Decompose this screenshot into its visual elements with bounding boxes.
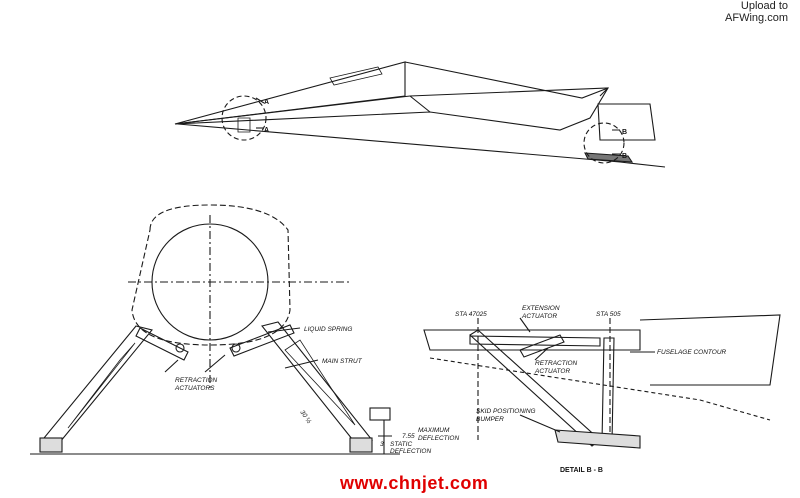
label-main-strut: MAIN STRUT	[322, 358, 363, 365]
watermark-line1: Upload to	[740, 0, 788, 12]
label-max-1: MAXIMUM	[418, 427, 450, 434]
retraction-actuator-body	[519, 334, 565, 358]
right-skid	[349, 437, 373, 453]
left-main-strut	[43, 325, 153, 443]
fuselage-floor	[423, 329, 641, 351]
section-arrow-b	[612, 129, 620, 155]
marker-a-bottom: A	[264, 127, 269, 134]
left-pivot	[175, 343, 185, 353]
label-max-2: DEFLECTION	[418, 435, 459, 442]
label-skid-2: BUMPER	[476, 416, 504, 423]
left-skid	[39, 437, 63, 453]
marker-b-top: B	[622, 129, 627, 136]
leader-skid	[519, 414, 561, 433]
label-detail: DETAIL B - B	[560, 467, 603, 474]
label-retraction-1: RETRACTION	[175, 377, 218, 384]
label-liquid-spring: LIQUID SPRING	[304, 326, 352, 333]
label-sta-left: STA 47025	[455, 311, 487, 318]
label-static-1: STATIC	[390, 441, 412, 448]
fuselage-cross-section-outer	[131, 204, 291, 346]
section-arrow-a-top	[255, 97, 265, 104]
label-fuselage-contour: FUSELAGE CONTOUR	[657, 349, 727, 356]
marker-b-bottom: B	[622, 153, 627, 160]
left-strut-slot	[67, 342, 136, 429]
gear-front-view	[30, 204, 400, 455]
label-sta-right: STA 505	[596, 311, 621, 318]
strut-diagonal	[469, 329, 601, 447]
right-pivot	[231, 343, 241, 353]
leader-retraction	[164, 354, 226, 373]
leader-retraction-b	[534, 347, 549, 361]
watermark: Upload to AFWing.com	[725, 0, 788, 24]
marker-a-top: A	[264, 99, 269, 106]
left-actuator	[135, 327, 189, 361]
leader-extension	[519, 317, 531, 333]
leader-liquid-spring	[267, 327, 301, 333]
nose-skid	[237, 117, 251, 133]
right-main-strut	[261, 321, 373, 445]
site-footer-watermark: www.chnjet.com	[340, 473, 489, 493]
fuselage-contour-line	[639, 314, 781, 386]
wing-tail-section	[404, 61, 609, 113]
skid-rear	[584, 152, 634, 163]
cockpit-window	[329, 66, 383, 86]
label-extension-1: EXTENSION	[522, 305, 560, 312]
dim-line-vertical	[378, 420, 392, 454]
detail-bb-view	[423, 314, 781, 449]
strut-vertical	[601, 337, 615, 443]
extension-actuator	[469, 335, 601, 347]
label-extension-2: ACTUATOR	[521, 313, 557, 320]
watermark-line2: AFWing.com	[725, 12, 788, 24]
right-strut-slot	[284, 339, 356, 426]
skid-detail	[554, 429, 641, 449]
label-dim-3: 3	[380, 441, 384, 448]
fuselage-contour-lower	[429, 357, 771, 421]
label-dim-30: 30 ½	[298, 409, 313, 426]
label-retraction-2: ACTUATORS	[174, 385, 215, 392]
ground-line	[177, 123, 666, 168]
label-retraction-b-1: RETRACTION	[535, 360, 578, 367]
deflected-skid	[369, 407, 391, 421]
fuselage-lower-line	[174, 87, 609, 131]
aircraft-side-view	[174, 61, 666, 168]
label-skid-1: SKID POSITIONING	[476, 408, 536, 415]
label-static-2: DEFLECTION	[390, 448, 431, 455]
label-dim-755: 7.55	[402, 433, 415, 440]
right-actuator	[229, 324, 295, 357]
detail-circle-a	[221, 95, 267, 141]
detail-circle-b	[583, 122, 625, 164]
label-retraction-b-2: ACTUATOR	[534, 368, 570, 375]
nacelle	[597, 103, 656, 141]
leader-main-strut	[284, 359, 319, 369]
